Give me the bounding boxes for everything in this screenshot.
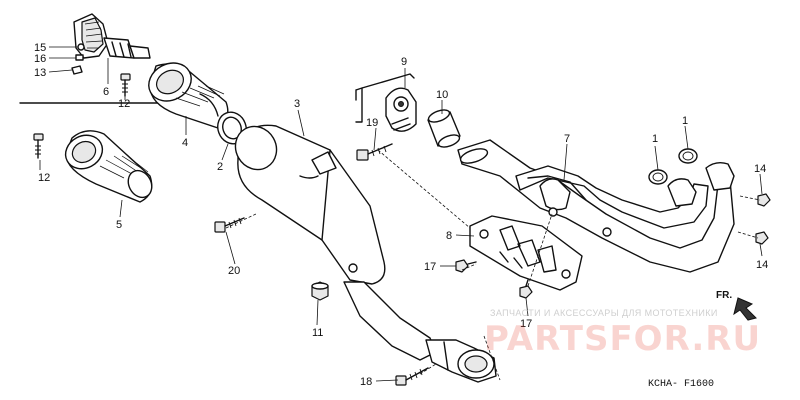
- part-1-gasket-left: [648, 169, 668, 185]
- callout-1-left: 1: [652, 133, 658, 145]
- part-3-tail-pipe: [343, 281, 497, 383]
- bolt-20: [214, 217, 245, 233]
- watermark-brand: PARTSFOR.RU: [484, 319, 761, 359]
- callout-12-lower: 12: [38, 172, 50, 184]
- front-direction-arrow: [733, 297, 757, 321]
- bolt-18: [395, 367, 429, 386]
- assembly-line-clamp: [483, 335, 501, 381]
- stud-14-lower: [755, 231, 769, 245]
- stud-14-upper: [757, 193, 771, 207]
- callout-3: 3: [294, 98, 300, 110]
- callout-4: 4: [182, 137, 188, 149]
- part-7-exhaust-header: [457, 139, 735, 273]
- callout-16: 16: [34, 53, 46, 65]
- assembly-line-bolt-17-lower: [527, 213, 553, 287]
- part-9-clamp: [355, 73, 417, 132]
- diagram-code: KCHA- F1600: [648, 379, 714, 390]
- part-4-muffler-end: [148, 62, 229, 129]
- part-3-muffler-body: [234, 124, 386, 285]
- assembly-line-bolt-18: [419, 363, 437, 375]
- callout-1-right: 1: [682, 115, 688, 127]
- callout-20: 20: [228, 265, 240, 277]
- part-1-gasket-right: [678, 148, 698, 164]
- part-7-flange-left: [667, 178, 697, 207]
- callout-15: 15: [34, 42, 46, 54]
- part-10-sleeve: [427, 109, 461, 148]
- watermark-subtitle: ЗАПЧАСТИ И АКСЕССУАРЫ ДЛЯ МОТОТЕХНИКИ: [490, 308, 718, 318]
- part-5-muffler-end: [64, 130, 153, 203]
- callout-12-upper: 12: [118, 98, 130, 110]
- callout-11: 11: [312, 327, 323, 339]
- callout-14-lower: 14: [756, 259, 768, 271]
- callout-17-lower: 17: [520, 318, 532, 330]
- assembly-line-stud-14-upper: [739, 195, 761, 201]
- fastener-13: [71, 65, 83, 75]
- callout-17-upper: 17: [424, 261, 436, 273]
- bolt-12-upper: [120, 73, 131, 97]
- callout-5: 5: [116, 219, 122, 231]
- assembly-line-bolt-17: [461, 263, 477, 271]
- callout-7: 7: [564, 133, 570, 145]
- bolt-17-lower: [519, 279, 533, 299]
- part-11-nut: [311, 281, 329, 301]
- part-8-heat-shield: [469, 215, 583, 291]
- callout-9: 9: [401, 56, 407, 68]
- callout-14-upper: 14: [754, 163, 766, 175]
- callout-18: 18: [360, 376, 372, 388]
- callout-8: 8: [446, 230, 452, 242]
- bolt-12-lower: [33, 133, 44, 159]
- assembly-line-bolt-19: [377, 149, 471, 229]
- part-7-flange-right: [705, 161, 735, 191]
- callout-19: 19: [366, 117, 378, 129]
- bolt-19: [356, 143, 393, 161]
- fastener-16: [75, 54, 84, 61]
- callout-10: 10: [436, 89, 448, 101]
- assembly-line-bolt-20: [225, 213, 257, 229]
- fastener-15: [77, 43, 85, 51]
- assembly-line-stud-14-lower: [737, 231, 759, 239]
- callout-13: 13: [34, 67, 46, 79]
- bolt-17-upper: [455, 259, 477, 273]
- callout-2: 2: [217, 161, 223, 173]
- part-6-end-cap: [73, 13, 151, 59]
- callout-6: 6: [103, 86, 109, 98]
- front-direction-label: FR.: [716, 290, 732, 301]
